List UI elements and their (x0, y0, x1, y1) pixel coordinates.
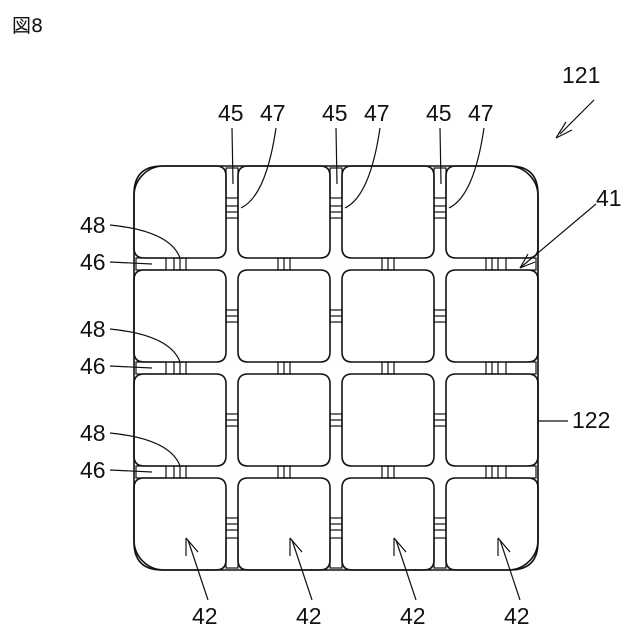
leader-47-2 (449, 128, 484, 208)
bottom-tab-2 (434, 538, 446, 568)
top-tab-2 (434, 168, 446, 198)
right-tab-2 (506, 466, 536, 478)
label-45-1: 45 (322, 100, 348, 126)
leader-45-1 (336, 128, 337, 184)
connector-bridges (136, 168, 536, 568)
label-48-0: 48 (80, 212, 106, 238)
label-45-0: 45 (218, 100, 244, 126)
cell-grid (134, 166, 538, 570)
cell-r1-c0 (134, 270, 226, 362)
cell-r3-c3 (446, 478, 538, 570)
label-45-2: 45 (426, 100, 452, 126)
cell-r2-c3 (446, 374, 538, 466)
figure-title: 図8 (12, 15, 43, 37)
leader-45-2 (440, 128, 441, 184)
leader-47-1 (345, 128, 380, 208)
top-label-row: 45 47 45 47 45 47 (218, 100, 494, 208)
label-42-2: 42 (400, 603, 426, 629)
leader-41 (520, 204, 596, 268)
cell-r2-c0 (134, 374, 226, 466)
label-42-0: 42 (192, 603, 218, 629)
leader-48-2 (110, 433, 180, 466)
cell-r0-c0 (134, 166, 226, 258)
right-tab-1 (506, 362, 536, 374)
cell-r2-c1 (238, 374, 330, 466)
label-48-1: 48 (80, 316, 106, 342)
top-tab-0 (226, 168, 238, 198)
cell-r0-c1 (238, 166, 330, 258)
label-42-3: 42 (504, 603, 530, 629)
cell-r2-c2 (342, 374, 434, 466)
cell-r1-c1 (238, 270, 330, 362)
cell-r0-c2 (342, 166, 434, 258)
label-47-1: 47 (364, 100, 390, 126)
bottom-tab-0 (226, 538, 238, 568)
cell-r3-c2 (342, 478, 434, 570)
label-46-2: 46 (80, 457, 106, 483)
top-tab-1 (330, 168, 342, 198)
label-47-2: 47 (468, 100, 494, 126)
cell-r1-c3 (446, 270, 538, 362)
label-47-0: 47 (260, 100, 286, 126)
label-121: 121 (562, 62, 600, 88)
leader-48-1 (110, 329, 180, 362)
cell-r3-c1 (238, 478, 330, 570)
arrow-121-icon (556, 100, 594, 138)
leader-46-0 (110, 262, 152, 264)
label-42-1: 42 (296, 603, 322, 629)
leader-45-0 (232, 128, 233, 184)
bottom-tab-1 (330, 538, 342, 568)
label-48-2: 48 (80, 420, 106, 446)
leader-48-0 (110, 225, 180, 258)
label-122: 122 (572, 407, 610, 433)
leader-46-2 (110, 470, 152, 472)
leader-47-0 (241, 128, 276, 208)
label-46-0: 46 (80, 249, 106, 275)
cell-r3-c0 (134, 478, 226, 570)
cell-r0-c3 (446, 166, 538, 258)
cell-r1-c2 (342, 270, 434, 362)
label-46-1: 46 (80, 353, 106, 379)
label-41: 41 (596, 185, 622, 211)
leader-46-1 (110, 366, 152, 368)
left-label-column: 48 46 48 46 48 46 (80, 212, 180, 483)
tray-outline (134, 166, 538, 570)
